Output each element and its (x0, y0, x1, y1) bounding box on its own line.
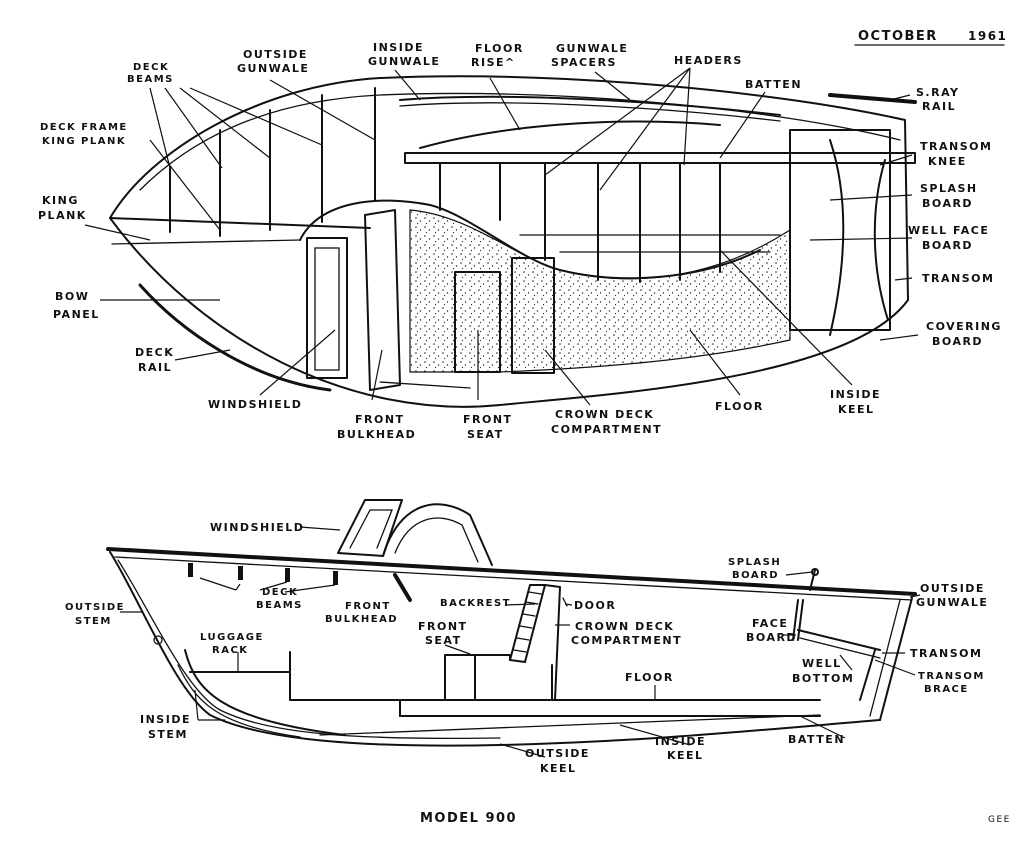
label-windshield-top: WINDSHIELD (208, 398, 302, 411)
label-transom-brace: TRANSOM (918, 671, 985, 682)
svg-text:KEEL: KEEL (838, 403, 875, 416)
label-deck-beams-side: DECK (262, 587, 298, 598)
svg-text:BULKHEAD: BULKHEAD (337, 428, 416, 441)
label-floor-side: FLOOR (625, 671, 674, 684)
deck-beam (238, 566, 243, 580)
label-outside-gunwale-side: OUTSIDE (920, 582, 985, 595)
label-transom: TRANSOM (922, 272, 994, 285)
top-view-labels: DECK BEAMS OUTSIDE GUNWALE INSIDE GUNWAL… (38, 41, 1002, 441)
svg-text:KNEE: KNEE (928, 155, 967, 168)
label-front-bulkhead-side: FRONT (345, 601, 391, 612)
svg-text:STEM: STEM (148, 728, 188, 741)
svg-text:RACK: RACK (212, 645, 249, 656)
svg-text:OCTOBER: OCTOBER (858, 29, 938, 44)
label-inside-keel-side: INSIDE (655, 735, 706, 748)
header-date: OCTOBER 1961 (854, 29, 1007, 46)
label-outside-stem: OUTSIDE (65, 602, 125, 613)
deck-beam (188, 563, 193, 577)
deck-beam (285, 568, 290, 582)
label-well-bottom: WELL (802, 657, 842, 670)
floor-stipple (409, 209, 791, 373)
label-batten-side: BATTEN (788, 733, 845, 746)
svg-text:RISE^: RISE^ (471, 56, 516, 69)
svg-text:GUNWALE: GUNWALE (916, 596, 988, 609)
svg-text:RAIL: RAIL (922, 100, 956, 113)
label-door: DOOR (574, 599, 616, 612)
label-front-seat-top: FRONT (463, 413, 513, 426)
svg-text:KEEL: KEEL (540, 762, 577, 775)
label-king-plank: KING (42, 194, 79, 207)
label-batten: BATTEN (745, 78, 802, 91)
label-windshield-side: WINDSHIELD (210, 521, 304, 534)
deck-beam (333, 571, 338, 585)
label-crown-deck-compartment-side: CROWN DECK (575, 620, 674, 633)
label-covering-board: COVERING (926, 320, 1002, 333)
label-transom-side: TRANSOM (910, 647, 982, 660)
label-deck-beams: DECK (133, 62, 169, 73)
svg-text:PLANK: PLANK (38, 209, 87, 222)
top-view-hull (109, 75, 917, 408)
svg-text:KEEL: KEEL (667, 749, 704, 762)
svg-text:PANEL: PANEL (53, 308, 100, 321)
label-luggage-rack: LUGGAGE (200, 632, 264, 643)
label-spray-rail: S.RAY (916, 86, 960, 99)
label-inside-stem: INSIDE (140, 713, 191, 726)
svg-text:GUNWALE: GUNWALE (368, 55, 440, 68)
side-view-labels: WINDSHIELD SPLASH BOARD OUTSIDE GUNWALE … (65, 521, 988, 775)
model-caption: MODEL 900 (420, 811, 517, 826)
label-floor-riser: FLOOR (475, 42, 524, 55)
svg-text:COMPARTMENT: COMPARTMENT (551, 423, 662, 436)
label-outside-gunwale: OUTSIDE (243, 48, 308, 61)
svg-text:RAIL: RAIL (138, 361, 172, 374)
label-splash-board-side: SPLASH (728, 557, 781, 568)
label-inside-gunwale: INSIDE (373, 41, 424, 54)
svg-text:BULKHEAD: BULKHEAD (325, 614, 398, 625)
label-splash-board: SPLASH (920, 182, 978, 195)
label-gunwale-spacers: GUNWALE (556, 42, 628, 55)
svg-text:BEAMS: BEAMS (127, 74, 174, 85)
svg-text:COMPARTMENT: COMPARTMENT (571, 634, 682, 647)
label-well-face-board: WELL FACE (908, 224, 989, 237)
svg-text:BOARD: BOARD (922, 197, 973, 210)
side-view-hull (106, 499, 917, 747)
svg-text:GUNWALE: GUNWALE (237, 62, 309, 75)
label-face-board: FACE (752, 617, 788, 630)
label-floor-top: FLOOR (715, 400, 764, 413)
svg-text:KING PLANK: KING PLANK (42, 136, 126, 147)
label-bow-panel: BOW (55, 290, 89, 303)
label-outside-keel: OUTSIDE (525, 747, 590, 760)
label-headers: HEADERS (674, 54, 743, 67)
svg-text:BOARD: BOARD (922, 239, 973, 252)
svg-text:BOARD: BOARD (732, 570, 779, 581)
svg-text:BOARD: BOARD (932, 335, 983, 348)
svg-text:SPACERS: SPACERS (551, 56, 617, 69)
footer: MODEL 900 GEE (420, 811, 1011, 826)
svg-text:BOARD: BOARD (746, 631, 797, 644)
label-deck-rail: DECK (135, 346, 174, 359)
label-inside-keel-top: INSIDE (830, 388, 881, 401)
svg-text:SEAT: SEAT (467, 428, 504, 441)
label-transom-knee: TRANSOM (920, 140, 992, 153)
svg-text:STEM: STEM (75, 616, 112, 627)
label-front-seat-side: FRONT (418, 620, 468, 633)
svg-text:BOTTOM: BOTTOM (792, 672, 854, 685)
svg-text:SEAT: SEAT (425, 634, 462, 647)
artist-signature: GEE (988, 815, 1011, 825)
svg-text:1961: 1961 (968, 29, 1007, 43)
label-front-bulkhead-top: FRONT (355, 413, 405, 426)
label-deck-frame-king-plank: DECK FRAME (40, 122, 128, 133)
label-backrest: BACKREST (440, 598, 511, 609)
hull-outline-top (109, 75, 909, 408)
top-view-leaders (84, 67, 919, 406)
side-view-leaders (120, 526, 921, 758)
label-crown-deck-compartment-top: CROWN DECK (555, 408, 654, 421)
svg-text:BEAMS: BEAMS (256, 600, 303, 611)
svg-text:BRACE: BRACE (924, 684, 969, 695)
